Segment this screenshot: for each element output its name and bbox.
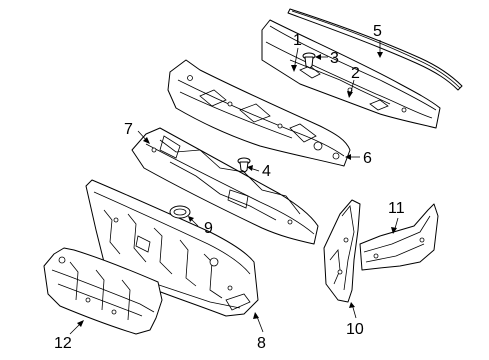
part-7-cowl-lower (131, 127, 319, 245)
callout-6: 6 (363, 150, 372, 167)
part-11-brace (359, 203, 439, 271)
part-9-grommet (169, 205, 191, 219)
callout-9: 9 (204, 220, 213, 237)
callout-10: 10 (346, 321, 364, 338)
part-6-cowl-upper (167, 59, 351, 167)
callout-12: 12 (54, 335, 72, 352)
leader-lines (69, 40, 399, 335)
part-8-dash-panel (85, 179, 259, 317)
callout-4: 4 (262, 163, 271, 180)
callout-5: 5 (373, 23, 382, 40)
part-5-weatherstrip (287, 8, 463, 91)
callout-labels: 1 2 3 5 7 6 4 9 11 10 8 12 (54, 23, 405, 352)
part-3-clip (302, 52, 316, 69)
part-10-pillar (323, 199, 361, 303)
part-1-2-cowl-top (261, 19, 441, 129)
callout-1: 1 (293, 32, 302, 49)
callout-8: 8 (257, 335, 266, 352)
part-12-insulator (43, 247, 163, 335)
callout-11: 11 (388, 200, 405, 217)
callout-3: 3 (330, 50, 339, 67)
part-4-clip (237, 157, 251, 173)
callout-7: 7 (124, 121, 133, 138)
callout-2: 2 (351, 65, 360, 82)
